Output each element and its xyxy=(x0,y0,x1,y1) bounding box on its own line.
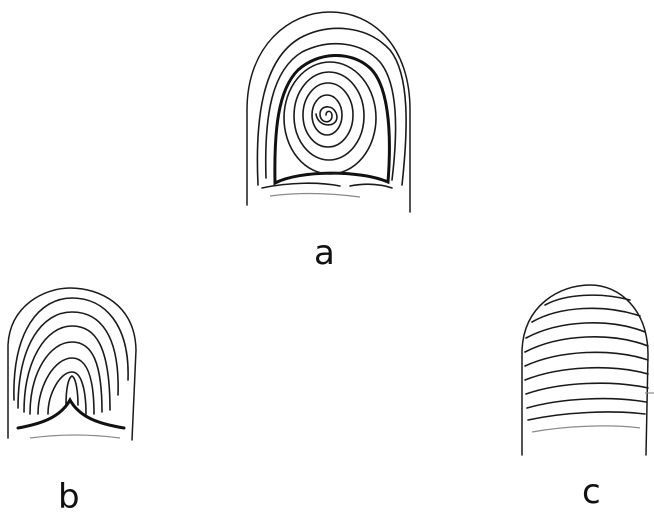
whorl-fingerprint-icon xyxy=(247,12,410,212)
figure-label-a: a xyxy=(314,236,335,270)
loop-fingerprint-icon xyxy=(8,288,136,440)
arch-fingerprint-icon xyxy=(522,285,654,455)
figure-label-b: b xyxy=(58,480,80,514)
figure-label-c: c xyxy=(582,475,601,509)
